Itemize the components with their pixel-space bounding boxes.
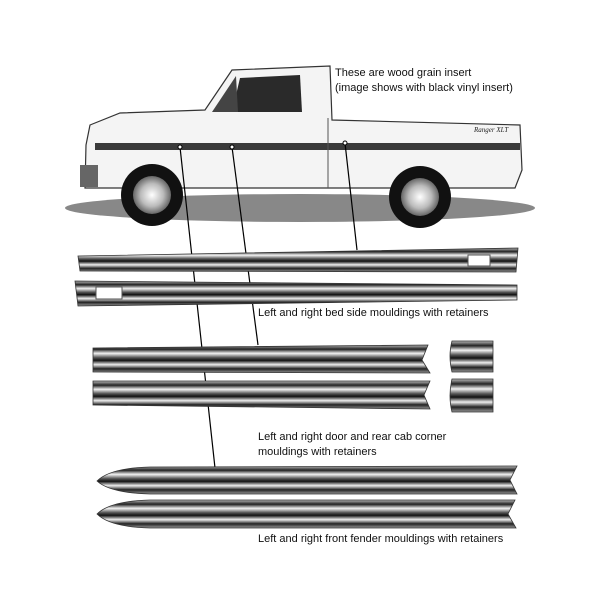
truck-side-moulding: [95, 143, 520, 150]
fender-caption: Left and right front fender mouldings wi…: [258, 533, 504, 545]
truck-badge: Ranger XLT: [474, 126, 509, 134]
fender-mouldings: [96, 465, 518, 529]
cab-corner-piece: [449, 378, 494, 413]
leader-lines: [179, 142, 358, 469]
cab-corner-piece: [449, 340, 494, 373]
caption-line: mouldings with retainers: [258, 446, 377, 458]
bed-side-caption: Left and right bed side mouldings with r…: [258, 307, 489, 319]
caption-line: Left and right door and rear cab corner: [258, 431, 447, 443]
caption-line: These are wood grain insert: [335, 67, 472, 79]
door-caption: Left and right door and rear cab corner …: [258, 430, 446, 460]
caption-line: (image shows with black vinyl insert): [335, 82, 513, 94]
truck-windshield: [212, 76, 238, 112]
insert-note: These are wood grain insert (image shows…: [335, 66, 513, 96]
truck-photo: [65, 65, 535, 228]
front-bumper: [80, 165, 98, 187]
door-mouldings: [92, 340, 494, 413]
bed-side-mouldings: [74, 247, 519, 307]
truck-window: [232, 75, 302, 112]
